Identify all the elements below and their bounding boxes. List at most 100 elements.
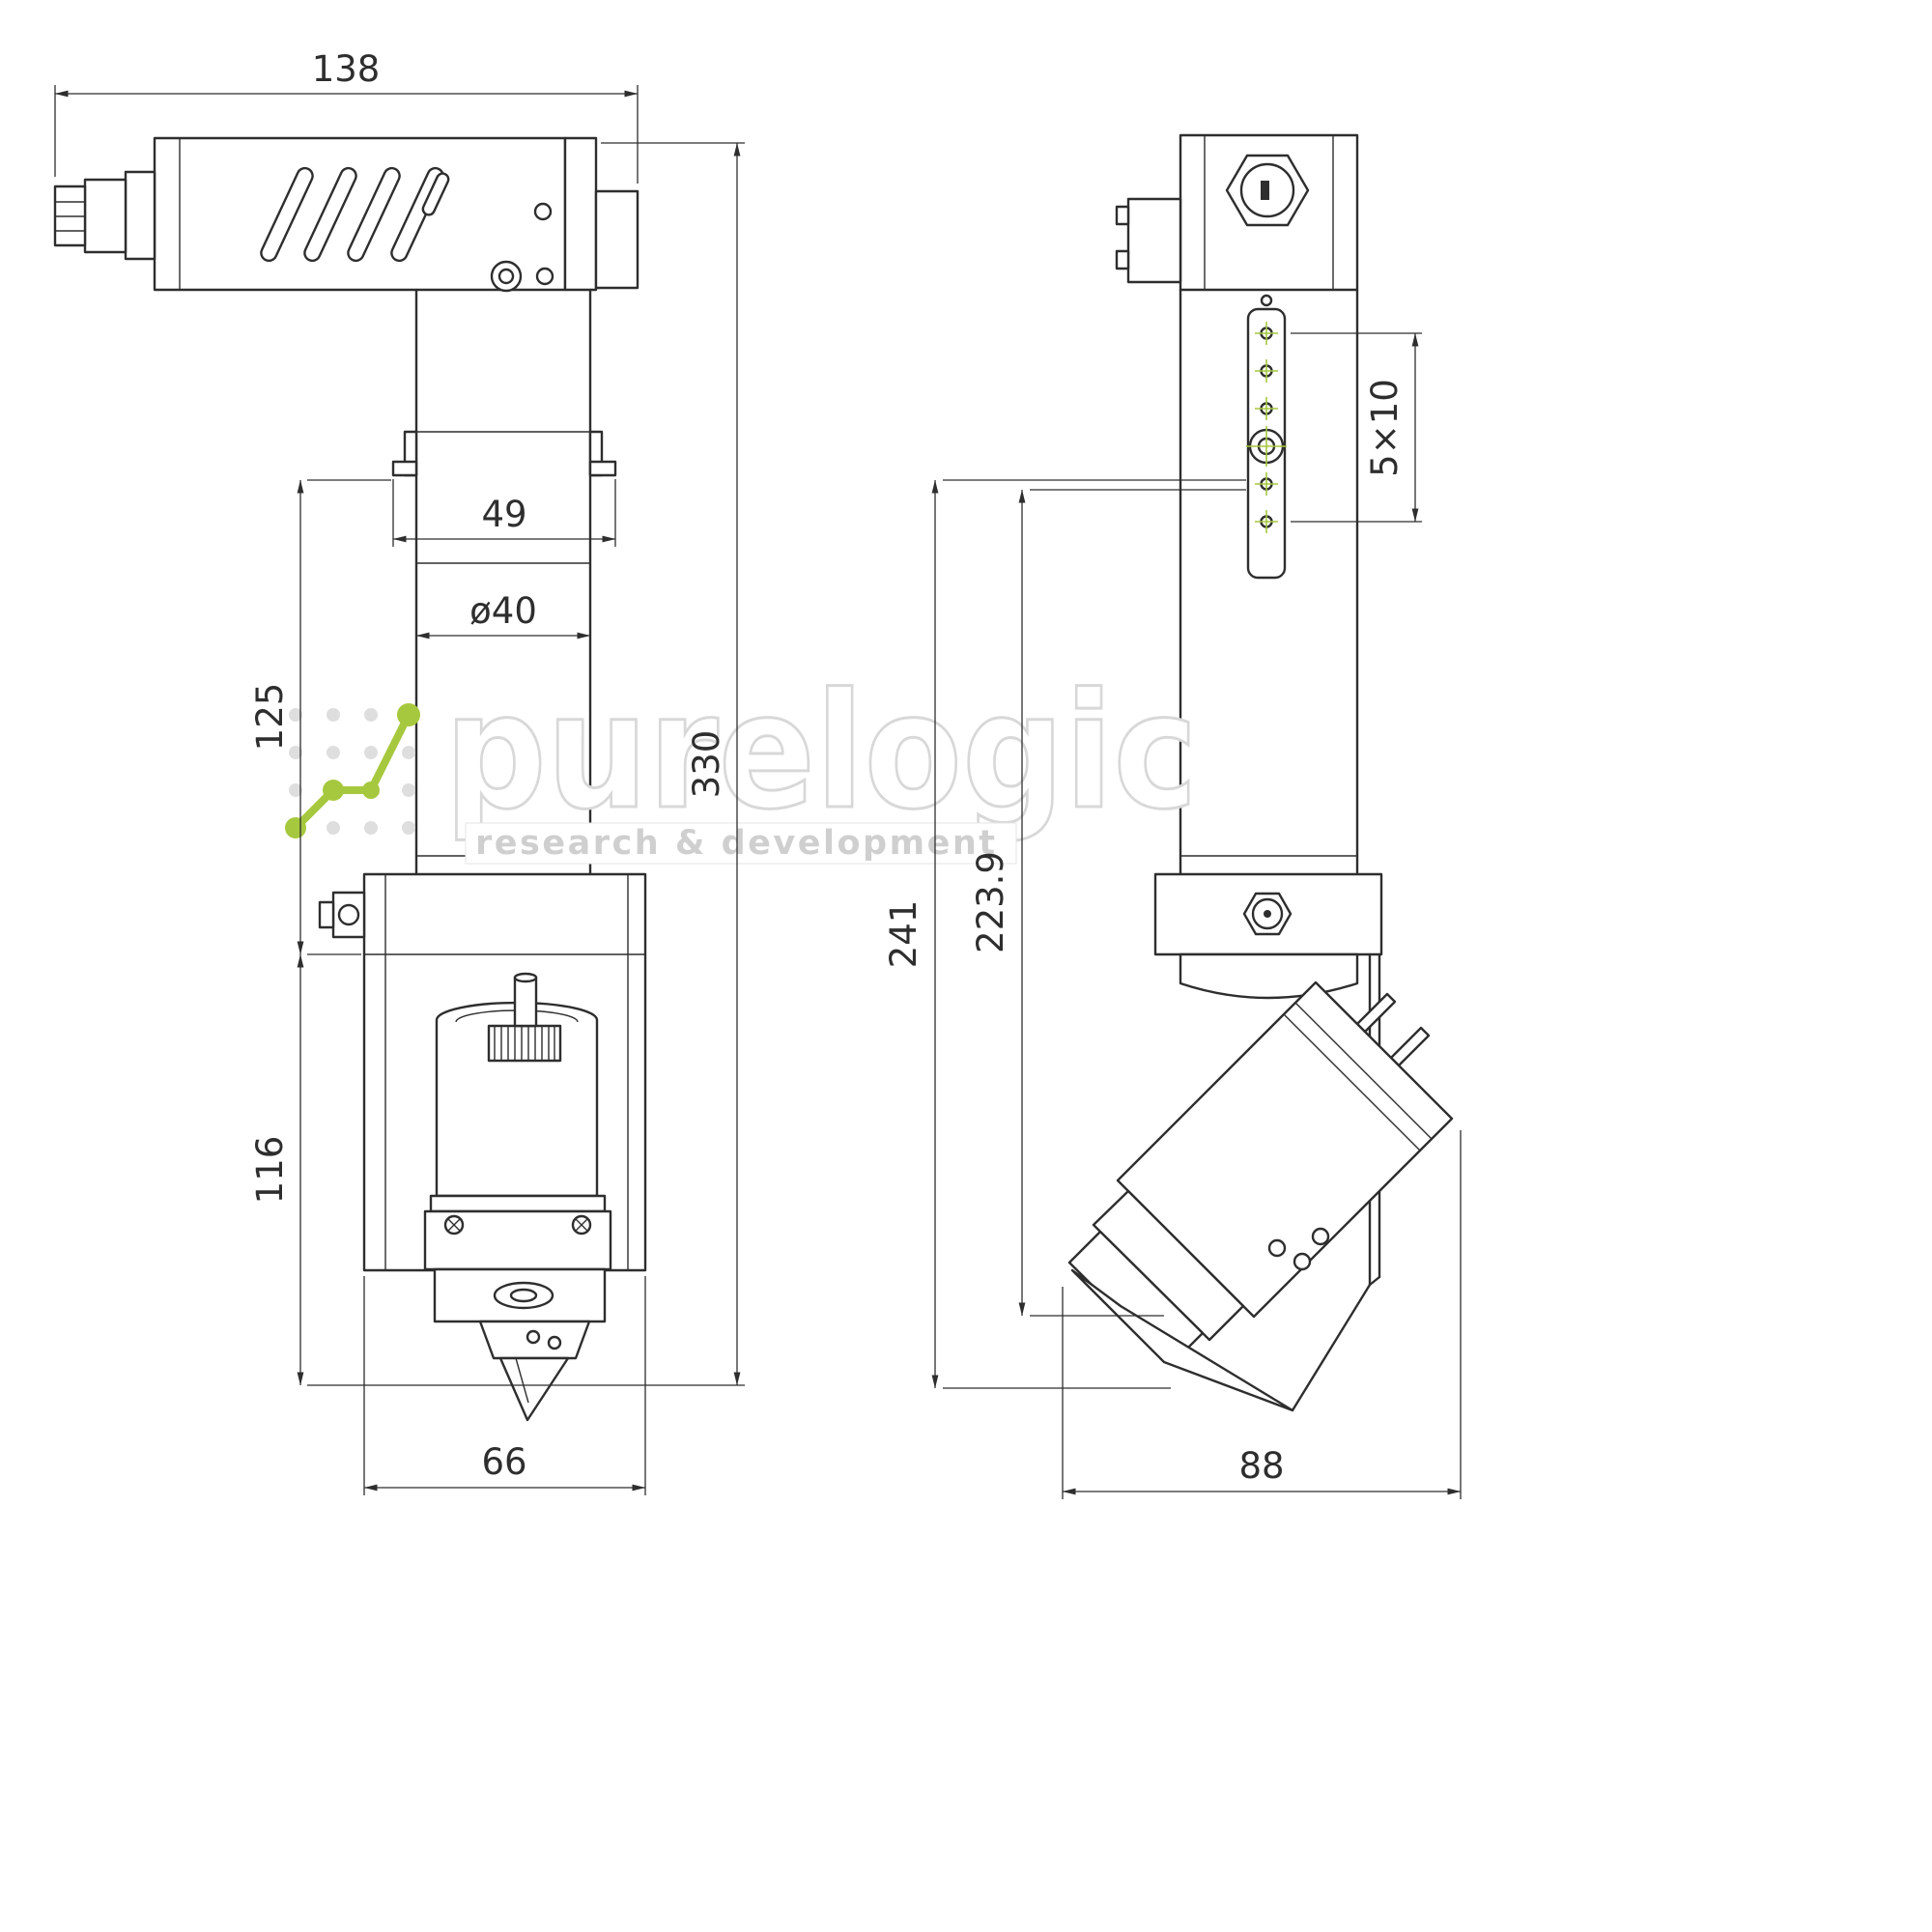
dimension-label: 66 [481, 1441, 526, 1483]
motor-hole [1311, 1227, 1330, 1246]
side-plug-hole [337, 903, 360, 926]
vent-slot [303, 166, 357, 263]
screw-hole [533, 202, 553, 221]
logo-dot [327, 708, 340, 722]
blade [498, 1356, 570, 1422]
dim-overall-height-330: 330 [307, 142, 745, 1386]
dim-overall-width-138: 138 [54, 48, 639, 184]
hole-centerline [1246, 426, 1287, 467]
logo-dot [327, 821, 340, 835]
screw-hole [535, 267, 554, 286]
dim-holder-drop-223-9: 223.9 [970, 489, 1246, 1317]
blade-edge-line [515, 1357, 529, 1404]
collar-neck [1179, 952, 1359, 1000]
logo-green-dot [362, 781, 380, 799]
front-motor [423, 972, 612, 1323]
motor-flange [429, 1194, 607, 1213]
dim-base-width-88: 88 [1062, 1130, 1462, 1499]
dim-base-width-66: 66 [363, 1276, 646, 1495]
logo-green-dot [285, 817, 306, 838]
watermark: purelogic research & development [285, 658, 1200, 865]
motor-cap-line [1294, 1002, 1433, 1140]
side-column [1179, 288, 1359, 876]
tilted-motor-body [1116, 980, 1454, 1319]
logo-dot [364, 746, 378, 759]
side-top-block [1115, 133, 1359, 292]
dimension-label: 138 [312, 48, 381, 90]
dimension-label: 330 [686, 730, 727, 799]
cable-gland-body [83, 178, 128, 254]
vent-slot [347, 166, 401, 263]
dimension-label: 5×10 [1364, 379, 1406, 477]
front-view [53, 136, 647, 1422]
dim-column-diameter-40: ø40 [415, 590, 591, 639]
holder-hole [547, 1335, 562, 1350]
clamp-tab [391, 460, 418, 477]
front-dimensions: 138 49 ø40 125 116 330 [54, 48, 745, 1495]
motor-hole [1293, 1252, 1312, 1271]
logo-dot [327, 746, 340, 759]
side-view [1067, 133, 1454, 1412]
front-column [391, 288, 617, 876]
side-connector [1126, 197, 1182, 284]
pin-hole [1260, 294, 1273, 307]
watermark-tagline-text: research & development [475, 824, 1007, 863]
hole-centerline [1255, 397, 1278, 420]
logo-dot [402, 821, 415, 835]
dimension-label: 223.9 [970, 851, 1011, 953]
logo-green-dot [323, 780, 344, 801]
logo-dot [364, 821, 378, 835]
dim-flange-width-49: 49 [392, 479, 616, 547]
connector-nub [1115, 249, 1130, 270]
motor-hole [1267, 1238, 1287, 1258]
vent-slot-small [421, 172, 450, 216]
shaft-top [513, 972, 538, 983]
dimension-label: 49 [481, 494, 526, 535]
dimension-label: ø40 [469, 590, 537, 632]
dimension-label: 116 [249, 1136, 291, 1205]
front-motor-housing [53, 136, 639, 293]
hole-centerline [1255, 510, 1278, 533]
logo-dot [402, 746, 415, 759]
clamp-tab [588, 460, 617, 477]
cable-gland-base [124, 170, 156, 261]
motor-shaft [513, 976, 538, 1028]
hole-centerline [1255, 472, 1278, 496]
knurl-hatch [494, 1026, 555, 1061]
dim-motor-section-116: 116 [249, 953, 304, 1386]
screw-cross [447, 1218, 461, 1232]
plate-slot-inner [509, 1288, 538, 1303]
plate-bottom [1368, 1275, 1381, 1287]
front-blade-holder [478, 1320, 591, 1422]
logo-dot [402, 783, 415, 797]
collar-bolt-center [1264, 910, 1271, 918]
gland-ribs [55, 201, 85, 232]
dimension-label: 125 [249, 683, 291, 752]
side-dimensions: 5×10 241 223.9 88 [883, 332, 1462, 1499]
bolt-slot [1261, 181, 1269, 200]
dimension-label: 241 [883, 900, 924, 969]
knurled-nut [487, 1024, 562, 1063]
logo-green-dot [397, 703, 420, 726]
holder-hole [526, 1329, 541, 1345]
connector-pin [1389, 1026, 1431, 1067]
bolt-head-inner [497, 268, 515, 285]
side-plug-nub [318, 900, 335, 929]
side-angled-motor [1067, 980, 1454, 1412]
connector-nub [1115, 205, 1130, 226]
housing-boss [594, 189, 639, 290]
screw-cross [575, 1218, 588, 1232]
dimension-label: 88 [1238, 1445, 1284, 1487]
tilted-blade [1070, 1268, 1294, 1412]
hole-centerline [1255, 322, 1278, 345]
connector-pin [1355, 992, 1397, 1034]
logo-zigzag-line [292, 711, 412, 832]
dim-column-length-125: 125 [249, 479, 391, 955]
purelogic-logo [285, 703, 420, 838]
watermark-brand-text: purelogic [444, 659, 1198, 844]
dim-overall-drop-241: 241 [883, 479, 1246, 1389]
motor-cap-line [1283, 1013, 1421, 1151]
watermark-tagline-box [465, 822, 1017, 865]
